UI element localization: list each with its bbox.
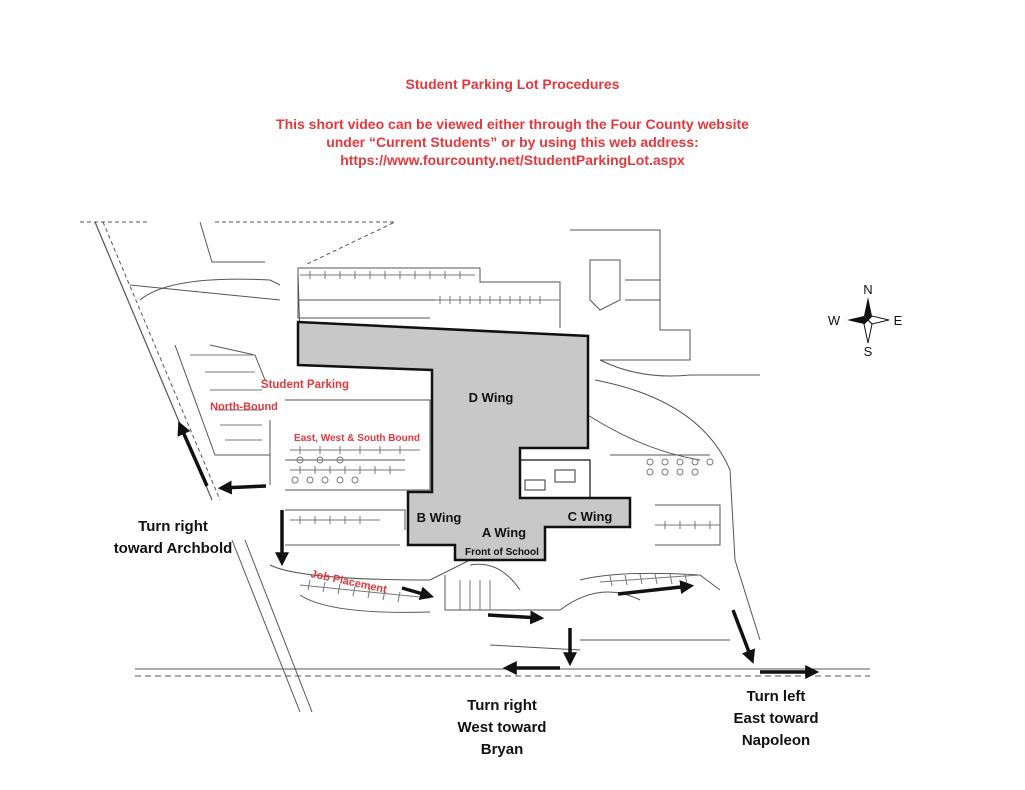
arrow-northbound (177, 421, 209, 487)
arrow-down-east (731, 609, 756, 664)
bryan-line-1: Turn right (467, 697, 537, 714)
compass-e: E (894, 313, 903, 328)
info-link[interactable]: https://www.fourcounty.net/StudentParkin… (340, 152, 685, 168)
arrow-exit-west (217, 480, 267, 495)
bryan-line-2: West toward (458, 719, 547, 736)
info-line-1: This short video can be viewed either th… (276, 116, 749, 132)
arrow-job-placement (401, 586, 435, 601)
c-wing-label: C Wing (568, 509, 613, 524)
traffic-arrows (177, 421, 820, 679)
school-building (296, 320, 632, 562)
direction-archbold: Turn right toward Archbold (114, 518, 233, 557)
north-bound-label: North-Bound (210, 401, 278, 413)
arrow-east-lot (617, 580, 695, 596)
direction-napoleon: Turn left East toward Napoleon (733, 688, 818, 749)
d-wing-label: D Wing (469, 390, 514, 405)
job-placement-label: Job Placement (309, 568, 388, 596)
east-west-south-label: East, West & South Bound (294, 433, 420, 444)
compass-rose: N S E W (828, 282, 903, 359)
front-of-school-label: Front of School (465, 547, 539, 558)
direction-bryan: Turn right West toward Bryan (458, 697, 547, 758)
site-linework (80, 221, 870, 713)
info-line-2: under “Current Students” or by using thi… (326, 134, 699, 150)
compass-s: S (864, 344, 873, 359)
compass-w: W (828, 313, 841, 328)
wing-labels: D Wing B Wing A Wing C Wing Front of Sch… (417, 390, 613, 558)
page-title: Student Parking Lot Procedures (405, 76, 620, 92)
b-wing-label: B Wing (417, 510, 462, 525)
video-info: This short video can be viewed either th… (0, 115, 1025, 169)
archbold-line-2: toward Archbold (114, 540, 233, 557)
archbold-line-1: Turn right (138, 518, 208, 535)
student-parking-label: Student Parking (261, 379, 349, 391)
compass-n: N (863, 282, 872, 297)
bryan-line-3: Bryan (481, 741, 524, 758)
napoleon-line-1: Turn left (747, 688, 806, 705)
trees (291, 456, 714, 484)
napoleon-line-3: Napoleon (742, 732, 810, 749)
arrow-south-drive (487, 610, 545, 625)
a-wing-label: A Wing (482, 525, 526, 540)
parking-stalls (190, 271, 720, 610)
napoleon-line-2: East toward (733, 710, 818, 727)
